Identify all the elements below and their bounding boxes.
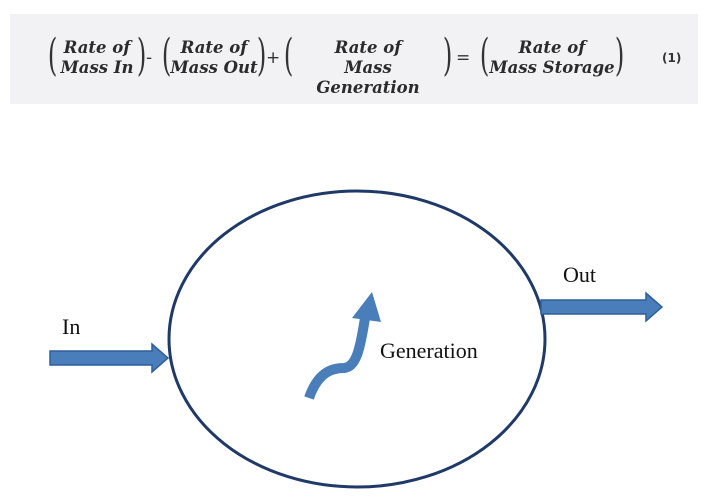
in-label: In: [62, 314, 81, 339]
term-line2: Mass In: [60, 58, 134, 77]
term-line2: Mass Out: [170, 58, 258, 77]
term-mass-generation: ( Rate of Mass Generation ): [284, 34, 452, 98]
left-paren: (: [283, 30, 294, 81]
left-paren: (: [161, 30, 172, 81]
term-mass-out: ( Rate of Mass Out ): [162, 34, 266, 82]
right-paren: ): [442, 30, 453, 81]
term-line2: Mass Generation: [316, 58, 420, 97]
term-line1: Rate of: [180, 38, 248, 57]
term-line1: Rate of: [518, 38, 586, 57]
in-arrow: [49, 342, 170, 374]
minus-operator: -: [146, 48, 153, 68]
equation-panel: ( Rate of Mass In ) - ( Rate of Mass Out…: [10, 14, 698, 104]
equation-number: (1): [662, 51, 682, 65]
term-line2: Mass Storage: [489, 58, 615, 77]
generation-label: Generation: [380, 338, 478, 363]
left-paren: (: [479, 30, 490, 81]
term-line1: Rate of: [63, 38, 131, 57]
right-paren: ): [136, 30, 147, 81]
out-label: Out: [563, 262, 596, 287]
term-mass-storage: ( Rate of Mass Storage ): [480, 34, 624, 82]
term-mass-in: ( Rate of Mass In ): [48, 34, 146, 82]
out-arrow: [540, 291, 664, 323]
right-paren: ): [614, 30, 625, 81]
equals-operator: =: [456, 48, 471, 68]
right-paren: ): [256, 30, 267, 81]
generation-curve: [304, 317, 370, 400]
plus-operator: +: [266, 48, 281, 68]
left-paren: (: [47, 30, 58, 81]
mass-balance-equation: ( Rate of Mass In ) - ( Rate of Mass Out…: [10, 14, 698, 104]
generation-arrowhead: [352, 292, 381, 322]
term-line1: Rate of: [334, 38, 402, 57]
